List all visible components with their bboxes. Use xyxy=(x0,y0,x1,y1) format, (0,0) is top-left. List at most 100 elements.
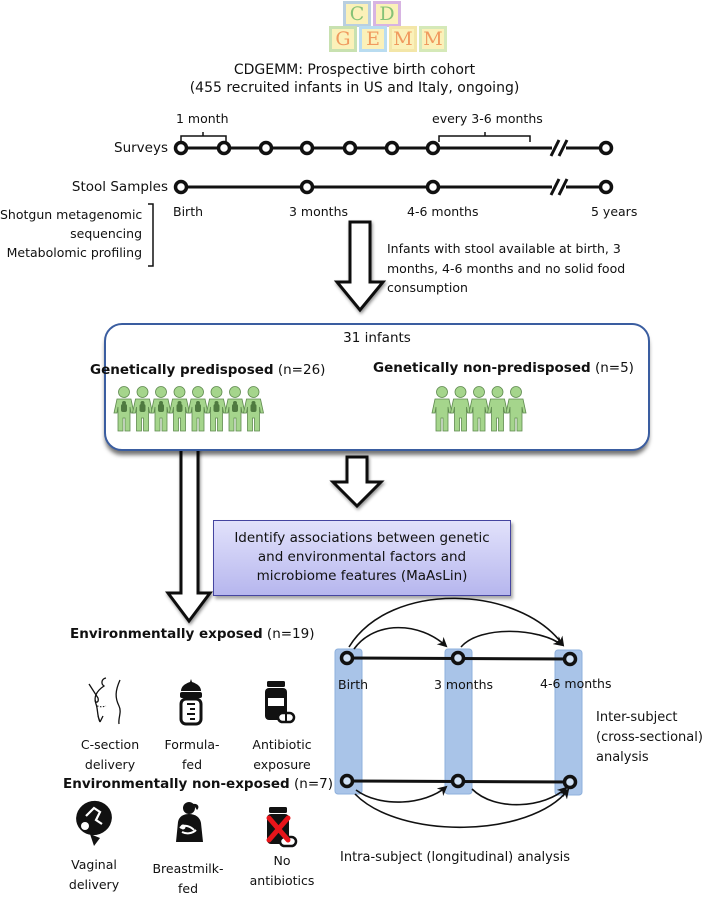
exposed-label: Environmentally exposed xyxy=(70,626,263,642)
non-exposed-count: (n=7) xyxy=(294,776,334,792)
one-month-label: 1 month xyxy=(176,111,229,126)
analysis-metabolomic: Metabolomic profiling xyxy=(6,245,142,260)
exposed-count: (n=19) xyxy=(266,626,315,642)
longitudinal-arrows xyxy=(348,597,570,829)
stool-timepoint-marker xyxy=(299,179,315,195)
predisposed-heading: Genetically predisposed (n=26) xyxy=(90,362,325,379)
analysis-timepoint-marker xyxy=(450,650,466,666)
infant-icon xyxy=(487,386,508,432)
analysis-timepoint-3-months: 3 months xyxy=(434,677,494,692)
no-antibiotics-label-line2: antibiotics xyxy=(249,873,315,888)
infant-icon xyxy=(150,386,172,432)
antibiotic-label-line1: Antibiotic xyxy=(252,737,312,752)
survey-timepoint-marker xyxy=(173,140,189,156)
infant-icon xyxy=(187,386,209,432)
surveys-label: Surveys xyxy=(114,140,168,156)
infant-icon xyxy=(113,386,135,432)
tick-birth: Birth xyxy=(173,204,204,219)
stool-timepoint-marker xyxy=(425,179,441,195)
stool-timepoint-marker xyxy=(598,179,614,195)
stool-timepoint-marker xyxy=(173,179,189,195)
inter-subject-line2: (cross-sectional) xyxy=(596,730,703,745)
logo-block-g: G xyxy=(329,26,357,52)
environment-arrow xyxy=(165,440,213,624)
infant-icon xyxy=(505,386,527,432)
survey-timepoint-marker xyxy=(384,140,400,156)
maaslin-line3: microbiome features (MaAsLin) xyxy=(256,568,468,584)
logo-block-m1: M xyxy=(389,26,417,52)
exposed-heading: Environmentally exposed (n=19) xyxy=(70,626,315,643)
predisposed-count: (n=26) xyxy=(277,362,326,378)
infant-icon xyxy=(431,386,453,432)
non-predisposed-heading: Genetically non-predisposed (n=5) xyxy=(373,360,634,377)
total-infants: 31 infants xyxy=(343,330,411,346)
inter-subject-line1: Inter-subject xyxy=(596,710,678,725)
infant-icon xyxy=(468,386,490,432)
maaslin-box: Identify associations between genetic an… xyxy=(213,520,511,596)
logo-block-m2: M xyxy=(419,26,447,52)
maaslin-arrow xyxy=(329,455,385,509)
analysis-bracket xyxy=(148,203,154,267)
selection-criteria-line3: consumption xyxy=(387,280,468,295)
no-antibiotics-label-line1: No xyxy=(273,853,291,868)
maaslin-line2: and environmental factors and xyxy=(257,549,467,565)
inter-subject-line3: analysis xyxy=(596,750,649,765)
non-predisposed-infant-icons xyxy=(431,386,527,432)
analysis-timepoint-marker xyxy=(339,650,355,666)
maaslin-line1: Identify associations between genetic xyxy=(234,530,490,546)
interval-label: every 3-6 months xyxy=(432,111,543,126)
non-exposed-heading: Environmentally non-exposed (n=7) xyxy=(63,776,333,793)
selection-criteria-line2: months, 4-6 months and no solid food xyxy=(387,261,626,276)
analysis-timepoint-birth: Birth xyxy=(338,677,369,692)
logo-block-c: C xyxy=(343,1,371,27)
breastmilk-label-line2: fed xyxy=(177,881,199,896)
survey-timepoint-marker xyxy=(598,140,614,156)
one-month-bracket xyxy=(180,132,227,142)
infant-icon xyxy=(224,386,246,432)
survey-timepoint-marker xyxy=(258,140,274,156)
vaginal-delivery-icon xyxy=(76,800,112,846)
analysis-timepoint-marker xyxy=(562,651,578,667)
cohort-title-line1: CDGEMM: Prospective birth cohort xyxy=(233,62,476,78)
tick-5-years: 5 years xyxy=(591,204,638,219)
stool-samples-label: Stool Samples xyxy=(71,179,168,195)
non-predisposed-label: Genetically non-predisposed xyxy=(373,360,591,376)
infant-icon xyxy=(206,386,227,432)
survey-timeline xyxy=(173,132,614,157)
formula-label-line1: Formula- xyxy=(164,737,220,752)
infant-icon xyxy=(450,386,471,432)
breastmilk-label-line1: Breastmilk- xyxy=(152,861,224,876)
analysis-shotgun: Shotgun metagenomic xyxy=(0,207,143,222)
stool-timeline xyxy=(173,178,614,196)
selection-arrow xyxy=(333,220,387,313)
infant-icon xyxy=(169,386,190,432)
analysis-timepoint-marker xyxy=(450,773,466,789)
analysis-timepoint-marker xyxy=(339,773,355,789)
survey-timepoint-marker xyxy=(299,140,315,156)
no-antibiotics-icon xyxy=(266,807,298,848)
analysis-timepoint-marker xyxy=(562,774,578,790)
infant-icon xyxy=(132,386,153,432)
interval-bracket xyxy=(438,132,531,142)
c-section-label-line1: C-section xyxy=(80,737,140,752)
predisposed-infant-icons xyxy=(113,386,264,432)
survey-timepoint-marker xyxy=(342,140,358,156)
vaginal-label-line2: delivery xyxy=(68,877,120,892)
predisposed-label: Genetically predisposed xyxy=(90,362,274,378)
logo-block-e: E xyxy=(359,26,387,52)
analysis-sequencing: sequencing xyxy=(70,226,142,241)
logo-block-d: D xyxy=(373,1,401,27)
formula-label-line2: fed xyxy=(181,757,203,772)
breastfeeding-icon xyxy=(176,802,203,842)
tick-3-months: 3 months xyxy=(289,204,349,219)
antibiotic-bottle-icon xyxy=(265,681,296,724)
selection-criteria-line1: Infants with stool available at birth, 3 xyxy=(387,241,621,256)
infant-icon xyxy=(243,386,264,432)
antibiotic-label-line2: exposure xyxy=(253,757,311,772)
non-predisposed-count: (n=5) xyxy=(594,360,634,376)
analysis-columns xyxy=(334,648,583,796)
survey-timepoint-marker xyxy=(425,140,441,156)
formula-bottle-icon xyxy=(179,679,203,726)
survey-timepoint-marker xyxy=(216,140,232,156)
